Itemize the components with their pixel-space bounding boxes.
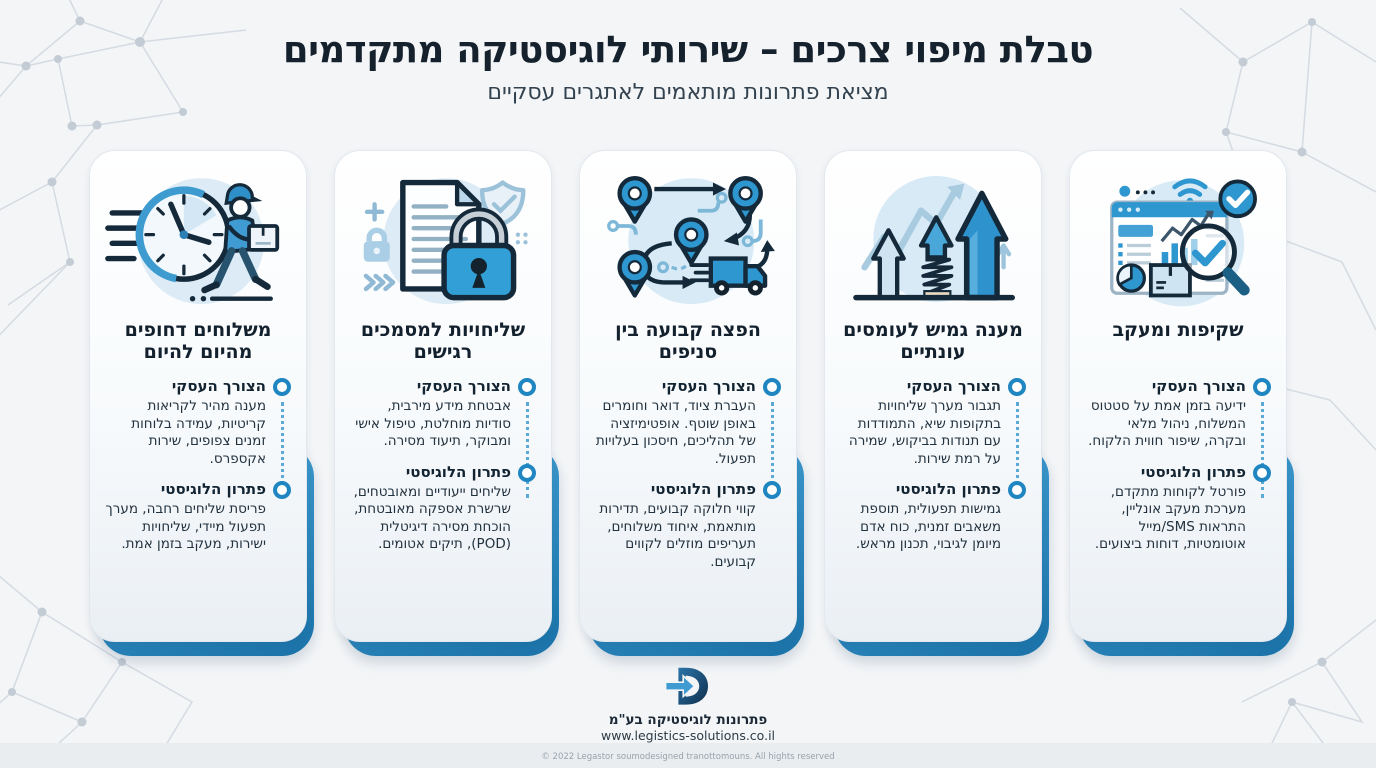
business-need-section: הצורך העסקי העברת ציוד, דואר וחומרים באו… xyxy=(593,377,781,498)
card-seasonal-flexibility: מענה גמיש לעומסים עונתיים הצורך העסקי תג… xyxy=(824,150,1049,656)
dotted-connector xyxy=(525,402,529,498)
solution-text: גמישות תפעולית, תוספת משאבים זמנית, כוח … xyxy=(855,501,1001,553)
card-title: שקיפות ומעקב xyxy=(1112,319,1244,341)
copyright-text: © 2022 Legastor soumodesigned tranottomo… xyxy=(541,752,835,762)
card-tracking-transparency: שקיפות ומעקב הצורך העסקי ידיעה בזמן אמת … xyxy=(1069,150,1294,656)
solution-heading: פתרון הלוגיסטי xyxy=(1140,462,1246,481)
card-title: הפצה קבועה בין סניפים xyxy=(615,319,761,364)
solution-text: קווי חלוקה קבועים, תדירות מותאמת, איחוד … xyxy=(599,501,756,570)
need-heading: הצורך העסקי xyxy=(661,377,756,395)
bullet-ring-icon xyxy=(518,378,536,396)
need-text: תגבור מערך שליחויות בתקופות שיא, התמודדו… xyxy=(848,398,1001,467)
bullet-ring-icon xyxy=(763,378,781,396)
page-title: טבלת מיפוי צרכים – שירותי לוגיסטיקה מתקד… xyxy=(282,28,1094,71)
need-text: ידיעה בזמן אמת על סטטוס המשלוח, ניהול מל… xyxy=(1088,398,1246,450)
clock-courier-icon xyxy=(105,178,280,305)
bullet-ring-icon xyxy=(1253,463,1271,482)
need-heading: הצורך העסקי xyxy=(171,377,266,395)
need-text: העברת ציוד, דואר וחומרים באופן שוטף. אופ… xyxy=(595,398,756,467)
business-need-section: הצורך העסקי ידיעה בזמן אמת על סטטוס המשל… xyxy=(1083,377,1271,498)
logistics-solution-section: פתרון הלוגיסטי פורטל לקוחות מתקדם, מערכת… xyxy=(1083,463,1271,554)
card-sensitive-documents: שליחויות למסמכים רגישים הצורך העסקי אבטח… xyxy=(334,150,559,656)
solution-text: פריסת שליחים רחבה, מערך תפעול מיידי, שלי… xyxy=(105,501,266,553)
logistics-solution-section: פתרון הלוגיסטי שליחים ייעודיים ומאובטחים… xyxy=(348,463,536,554)
footer-bar xyxy=(0,743,1376,768)
bullet-ring-icon xyxy=(763,481,781,500)
bullet-ring-icon xyxy=(1253,378,1271,396)
card-title: מענה גמיש לעומסים עונתיים xyxy=(843,319,1023,364)
bullet-ring-icon xyxy=(273,481,291,500)
solution-heading: פתרון הלוגיסטי xyxy=(160,480,266,499)
business-need-section: הצורך העסקי תגבור מערך שליחויות בתקופות … xyxy=(838,377,1026,498)
dotted-connector xyxy=(770,402,774,498)
page-header: טבלת מיפוי צרכים – שירותי לוגיסטיקה מתקד… xyxy=(0,28,1376,105)
solution-heading: פתרון הלוגיסטי xyxy=(405,462,511,481)
business-need-section: הצורך העסקי מענה מהיר לקריאות קריטיות, ע… xyxy=(103,377,291,498)
need-heading: הצורך העסקי xyxy=(416,377,511,395)
company-name: פתרונות לוגיסטיקה בע"מ xyxy=(608,712,768,728)
solution-heading: פתרון הלוגיסטי xyxy=(895,480,1001,499)
bullet-ring-icon xyxy=(273,378,291,396)
document-lock-icon xyxy=(363,178,528,305)
dashboard-magnifier-icon xyxy=(1110,178,1257,307)
need-heading: הצורך העסקי xyxy=(906,377,1001,395)
need-text: מענה מהיר לקריאות קריטיות, עמידה בלוחות … xyxy=(131,398,266,467)
footer: פתרונות לוגיסטיקה בע"מ www.legistics-sol… xyxy=(0,664,1376,743)
dotted-connector xyxy=(1260,402,1264,498)
bullet-ring-icon xyxy=(518,463,536,482)
company-website: www.legistics-solutions.co.il xyxy=(600,728,776,743)
company-logo xyxy=(664,667,708,705)
page-subtitle: מציאת פתרונות מותאמים לאתגרים עסקיים xyxy=(487,80,889,105)
logistics-solution-section: פתרון הלוגיסטי פריסת שליחים רחבה, מערך ת… xyxy=(103,480,291,554)
growth-arrows-spring-icon xyxy=(853,176,1015,302)
logistics-solution-section: פתרון הלוגיסטי גמישות תפעולית, תוספת משא… xyxy=(838,480,1026,554)
bullet-ring-icon xyxy=(1008,481,1026,500)
dotted-connector xyxy=(1015,402,1019,498)
bullet-ring-icon xyxy=(1008,378,1026,396)
route-pins-truck-icon xyxy=(607,176,775,305)
cards-row: משלוחים דחופים מהיום להיום הצורך העסקי מ… xyxy=(89,150,1294,656)
solution-heading: פתרון הלוגיסטי xyxy=(650,480,756,499)
card-title: שליחויות למסמכים רגישים xyxy=(360,319,526,364)
solution-text: פורטל לקוחות מתקדם, מערכת מעקב אונליין, … xyxy=(1094,483,1246,553)
solution-text: שליחים ייעודיים ומאובטחים, שרשרת אספקה מ… xyxy=(353,483,511,553)
dotted-connector xyxy=(280,402,284,498)
need-heading: הצורך העסקי xyxy=(1151,377,1246,395)
logistics-solution-section: פתרון הלוגיסטי קווי חלוקה קבועים, תדירות… xyxy=(593,480,781,571)
business-need-section: הצורך העסקי אבטחת מידע מירבית, סודיות מו… xyxy=(348,377,536,498)
card-branch-distribution: הפצה קבועה בין סניפים הצורך העסקי העברת … xyxy=(579,150,804,656)
card-urgent-deliveries: משלוחים דחופים מהיום להיום הצורך העסקי מ… xyxy=(89,150,314,656)
card-title: משלוחים דחופים מהיום להיום xyxy=(124,319,272,364)
need-text: אבטחת מידע מירבית, סודיות מוחלטת, טיפול … xyxy=(355,398,511,450)
